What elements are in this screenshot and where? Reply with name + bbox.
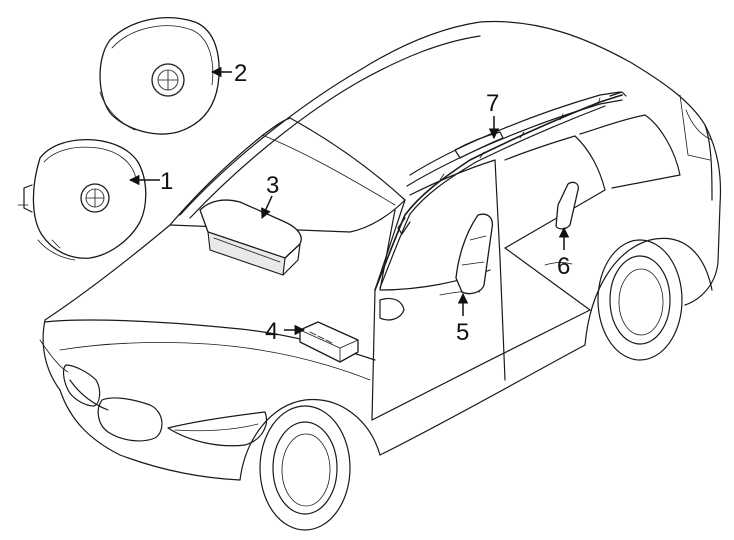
callout-4: 4 xyxy=(265,318,306,345)
rear-side-airbag-part xyxy=(555,181,580,230)
callout-6-label: 6 xyxy=(557,253,570,280)
front-side-airbag-part xyxy=(455,213,494,295)
driver-airbag-part xyxy=(17,139,147,261)
callout-1-label: 1 xyxy=(160,168,173,195)
curtain-airbag-part xyxy=(374,91,627,291)
callout-7-label: 7 xyxy=(486,90,499,117)
callout-6: 6 xyxy=(557,226,570,280)
callout-5-label: 5 xyxy=(456,319,469,346)
callout-3-leader xyxy=(261,195,273,219)
control-module-part xyxy=(299,321,359,363)
callout-3-label: 3 xyxy=(266,172,279,199)
steering-airbag-module-part xyxy=(99,17,220,135)
callout-2-label: 2 xyxy=(234,60,247,87)
callout-1: 1 xyxy=(128,168,173,195)
callout-7: 7 xyxy=(486,90,499,140)
passenger-airbag-part xyxy=(199,199,302,276)
callout-5: 5 xyxy=(456,292,469,346)
callout-3: 3 xyxy=(261,172,279,219)
callout-4-label: 4 xyxy=(265,318,278,345)
callout-2: 2 xyxy=(210,60,247,87)
